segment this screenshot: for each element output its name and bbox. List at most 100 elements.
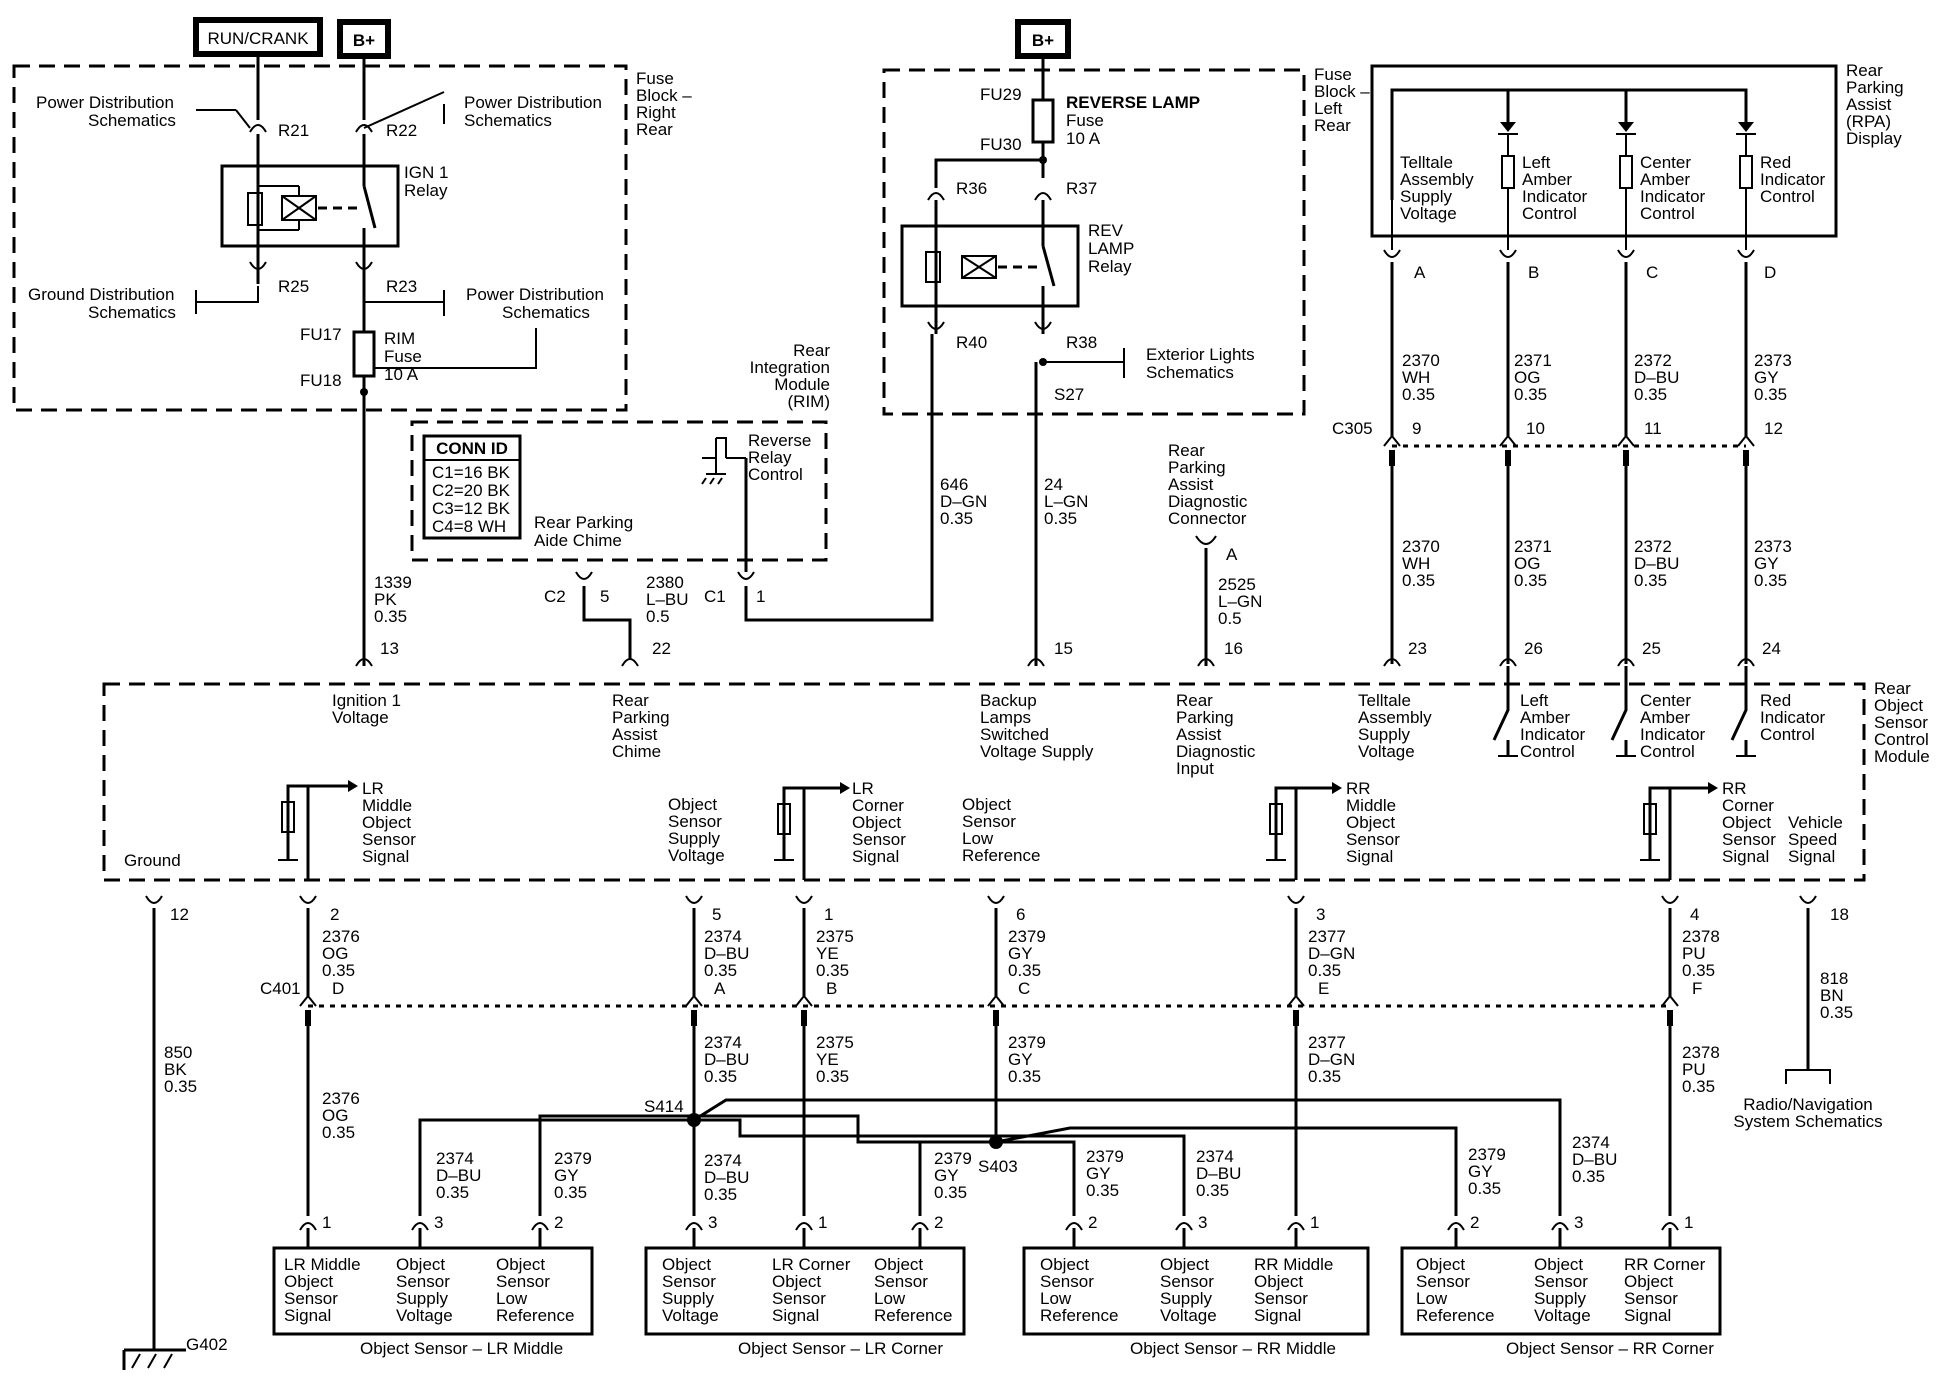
sensor-cell-label: Object bbox=[662, 1255, 711, 1274]
svg-text:IGN 1: IGN 1 bbox=[404, 163, 448, 182]
svg-text:0.35: 0.35 bbox=[1196, 1181, 1229, 1200]
svg-text:C2=20 BK: C2=20 BK bbox=[432, 481, 511, 500]
sensor-cell-label: Sensor bbox=[1040, 1272, 1094, 1291]
svg-text:D–BU: D–BU bbox=[1634, 368, 1679, 387]
svg-text:WH: WH bbox=[1402, 368, 1430, 387]
svg-text:Switched: Switched bbox=[980, 725, 1049, 744]
sensor-cell-label: Object bbox=[1416, 1255, 1465, 1274]
svg-text:D: D bbox=[332, 979, 344, 998]
fuse-block-right-title: Fuse Block – Right Rear bbox=[636, 69, 692, 139]
svg-text:2371: 2371 bbox=[1514, 351, 1552, 370]
sensor-cell-label: Object bbox=[1160, 1255, 1209, 1274]
svg-text:2379: 2379 bbox=[934, 1149, 972, 1168]
rev-lamp-relay-box bbox=[900, 224, 1080, 308]
sensor-cell-label: Sensor bbox=[1416, 1272, 1470, 1291]
svg-text:0.35: 0.35 bbox=[704, 1067, 737, 1086]
svg-text:2377: 2377 bbox=[1308, 927, 1346, 946]
svg-text:Parking: Parking bbox=[612, 708, 670, 727]
svg-text:G402: G402 bbox=[186, 1335, 228, 1354]
svg-text:Fuse: Fuse bbox=[384, 347, 422, 366]
svg-text:2378: 2378 bbox=[1682, 927, 1720, 946]
rim-c2: C2 bbox=[544, 587, 566, 606]
svg-text:OG: OG bbox=[322, 944, 348, 963]
svg-text:0.35: 0.35 bbox=[1008, 1067, 1041, 1086]
svg-text:1339: 1339 bbox=[374, 573, 412, 592]
svg-text:Vehicle: Vehicle bbox=[1788, 813, 1843, 832]
svg-text:0.35: 0.35 bbox=[1086, 1181, 1119, 1200]
svg-text:0.35: 0.35 bbox=[1634, 385, 1667, 404]
sensor-caption: Object Sensor – RR Middle bbox=[1130, 1339, 1336, 1358]
svg-text:Signal: Signal bbox=[362, 847, 409, 866]
svg-text:E: E bbox=[1318, 979, 1329, 998]
svg-text:Signal: Signal bbox=[852, 847, 899, 866]
sensor-cell-label: Object bbox=[772, 1272, 821, 1291]
svg-text:0.35: 0.35 bbox=[816, 961, 849, 980]
svg-text:Connector: Connector bbox=[1168, 509, 1247, 528]
svg-text:13: 13 bbox=[380, 639, 399, 658]
svg-text:25: 25 bbox=[1642, 639, 1661, 658]
svg-text:Rear: Rear bbox=[1314, 116, 1351, 135]
svg-text:0.35: 0.35 bbox=[1572, 1167, 1605, 1186]
sensor-cell-label: Sensor bbox=[1254, 1289, 1308, 1308]
svg-text:Red: Red bbox=[1760, 691, 1791, 710]
svg-text:Sensor: Sensor bbox=[668, 812, 722, 831]
svg-text:Parking: Parking bbox=[1176, 708, 1234, 727]
sensor-pin: 2 bbox=[1470, 1213, 1479, 1232]
svg-text:B: B bbox=[1528, 263, 1539, 282]
svg-text:5: 5 bbox=[600, 587, 609, 606]
svg-text:Sensor: Sensor bbox=[1346, 830, 1400, 849]
svg-text:Control: Control bbox=[1520, 742, 1575, 761]
svg-text:24: 24 bbox=[1044, 475, 1063, 494]
svg-text:Control: Control bbox=[1640, 742, 1695, 761]
svg-text:2379: 2379 bbox=[1008, 1033, 1046, 1052]
run-crank-label: RUN/CRANK bbox=[207, 29, 309, 48]
lower-harness: 2376 OG 0.35 2374 D–BU 0.35 2375 YE 0.35… bbox=[122, 1026, 1720, 1370]
svg-text:Assist: Assist bbox=[1846, 95, 1892, 114]
svg-text:Center: Center bbox=[1640, 153, 1691, 172]
svg-text:0.35: 0.35 bbox=[934, 1183, 967, 1202]
svg-text:2379: 2379 bbox=[1468, 1145, 1506, 1164]
c401-connector: C401 D A B C E F bbox=[260, 979, 1702, 1026]
svg-text:L–GN: L–GN bbox=[1218, 592, 1262, 611]
sensor-cell-label: Sensor bbox=[662, 1272, 716, 1291]
svg-text:Middle: Middle bbox=[1346, 796, 1396, 815]
svg-text:Ground: Ground bbox=[124, 851, 181, 870]
sensor-cell-label: LR Corner bbox=[772, 1255, 851, 1274]
upper-wire-labels: 1339 PK 0.35 2380 L–BU 0.5 646 D–GN 0.35… bbox=[374, 362, 1088, 666]
sensor-cell-label: Low bbox=[1040, 1289, 1072, 1308]
rpa-diagnostic-connector: Rear Parking Assist Diagnostic Connector… bbox=[1168, 441, 1262, 666]
svg-text:Object: Object bbox=[362, 813, 411, 832]
svg-text:Voltage: Voltage bbox=[332, 708, 389, 727]
svg-text:0.35: 0.35 bbox=[322, 961, 355, 980]
svg-text:D–BU: D–BU bbox=[1572, 1150, 1617, 1169]
svg-text:BN: BN bbox=[1820, 986, 1844, 1005]
sensor-pin: 2 bbox=[934, 1213, 943, 1232]
sensor-caption: Object Sensor – LR Corner bbox=[738, 1339, 943, 1358]
svg-text:0.35: 0.35 bbox=[704, 1185, 737, 1204]
sensor-cell-label: Sensor bbox=[496, 1272, 550, 1291]
rpa-circuit-left-amber: Left Amber Indicator Control bbox=[1522, 153, 1588, 223]
svg-text:Schematics: Schematics bbox=[464, 111, 552, 130]
svg-text:D–GN: D–GN bbox=[940, 492, 987, 511]
svg-text:0.35: 0.35 bbox=[816, 1067, 849, 1086]
svg-text:Right: Right bbox=[636, 103, 676, 122]
svg-text:A: A bbox=[1226, 545, 1238, 564]
svg-text:Supply: Supply bbox=[1358, 725, 1410, 744]
sensor-cell-label: Sensor bbox=[284, 1289, 338, 1308]
svg-text:RR: RR bbox=[1722, 779, 1747, 798]
svg-text:C1=16 BK: C1=16 BK bbox=[432, 463, 511, 482]
svg-text:Signal: Signal bbox=[1346, 847, 1393, 866]
svg-text:C4=8 WH: C4=8 WH bbox=[432, 517, 506, 536]
sensor-caption: Object Sensor – LR Middle bbox=[360, 1339, 563, 1358]
svg-text:Speed: Speed bbox=[1788, 830, 1837, 849]
rpa-circuit-telltale: Telltale Assembly Supply Voltage bbox=[1400, 153, 1474, 223]
svg-text:GY: GY bbox=[1008, 1050, 1033, 1069]
sensor-cell-label: Object bbox=[1624, 1272, 1673, 1291]
pin-r25: R25 bbox=[278, 277, 309, 296]
svg-text:GY: GY bbox=[1468, 1162, 1493, 1181]
svg-text:S414: S414 bbox=[644, 1097, 684, 1116]
svg-text:Control: Control bbox=[1640, 204, 1695, 223]
svg-text:Sensor: Sensor bbox=[1874, 713, 1928, 732]
